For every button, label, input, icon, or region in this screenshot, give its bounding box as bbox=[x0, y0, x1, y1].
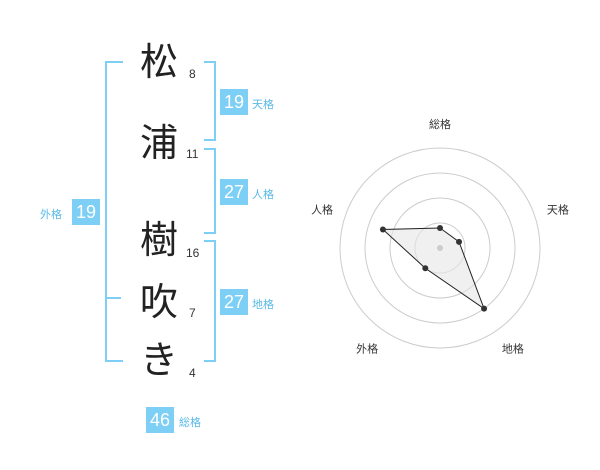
tenkaku-label: 天格 bbox=[252, 98, 274, 111]
jinkaku-value: 27 bbox=[220, 179, 248, 205]
stroke-count-3: 16 bbox=[186, 246, 200, 260]
gaikaku-bracket bbox=[105, 61, 123, 362]
radar-center bbox=[437, 245, 443, 251]
radar-axis-label: 地格 bbox=[502, 341, 524, 355]
sokaku-value: 46 bbox=[146, 407, 174, 433]
chikaku-bracket bbox=[204, 240, 216, 362]
tenkaku-bracket bbox=[204, 61, 216, 141]
stroke-count-4: 7 bbox=[189, 306, 196, 320]
radar-axis-label: 総格 bbox=[429, 117, 451, 131]
radar-point bbox=[437, 225, 443, 231]
name-char-1: 松 bbox=[140, 40, 179, 84]
name-char-5: き bbox=[140, 338, 179, 382]
chikaku-value: 27 bbox=[220, 289, 248, 315]
radar-point bbox=[422, 265, 429, 272]
radar-point bbox=[456, 238, 463, 245]
name-char-3: 樹 bbox=[140, 218, 179, 262]
name-char-2: 浦 bbox=[140, 121, 179, 165]
tenkaku-value: 19 bbox=[220, 89, 248, 115]
jinkaku-bracket bbox=[204, 148, 216, 234]
chikaku-label: 地格 bbox=[252, 298, 274, 311]
stroke-count-5: 4 bbox=[189, 366, 196, 380]
jinkaku-label: 人格 bbox=[252, 188, 274, 201]
radar-ring bbox=[364, 172, 516, 324]
radar-ring bbox=[389, 197, 491, 299]
radar-polygon bbox=[381, 227, 486, 310]
gaikaku-bracket-tick bbox=[105, 297, 121, 299]
sokaku-label: 総格 bbox=[179, 416, 201, 429]
radar-axis-label: 外格 bbox=[356, 341, 378, 355]
radar-ring bbox=[339, 147, 541, 349]
radar-axis-label: 天格 bbox=[547, 203, 569, 217]
radar-point bbox=[379, 226, 386, 233]
radar-axis-label: 人格 bbox=[311, 203, 333, 217]
radar-point bbox=[481, 305, 488, 312]
name-char-4: 吹 bbox=[140, 280, 179, 324]
gaikaku-value: 19 bbox=[72, 199, 100, 225]
gaikaku-label: 外格 bbox=[40, 208, 62, 221]
stroke-count-2: 11 bbox=[186, 147, 199, 161]
stroke-count-1: 8 bbox=[189, 67, 196, 81]
